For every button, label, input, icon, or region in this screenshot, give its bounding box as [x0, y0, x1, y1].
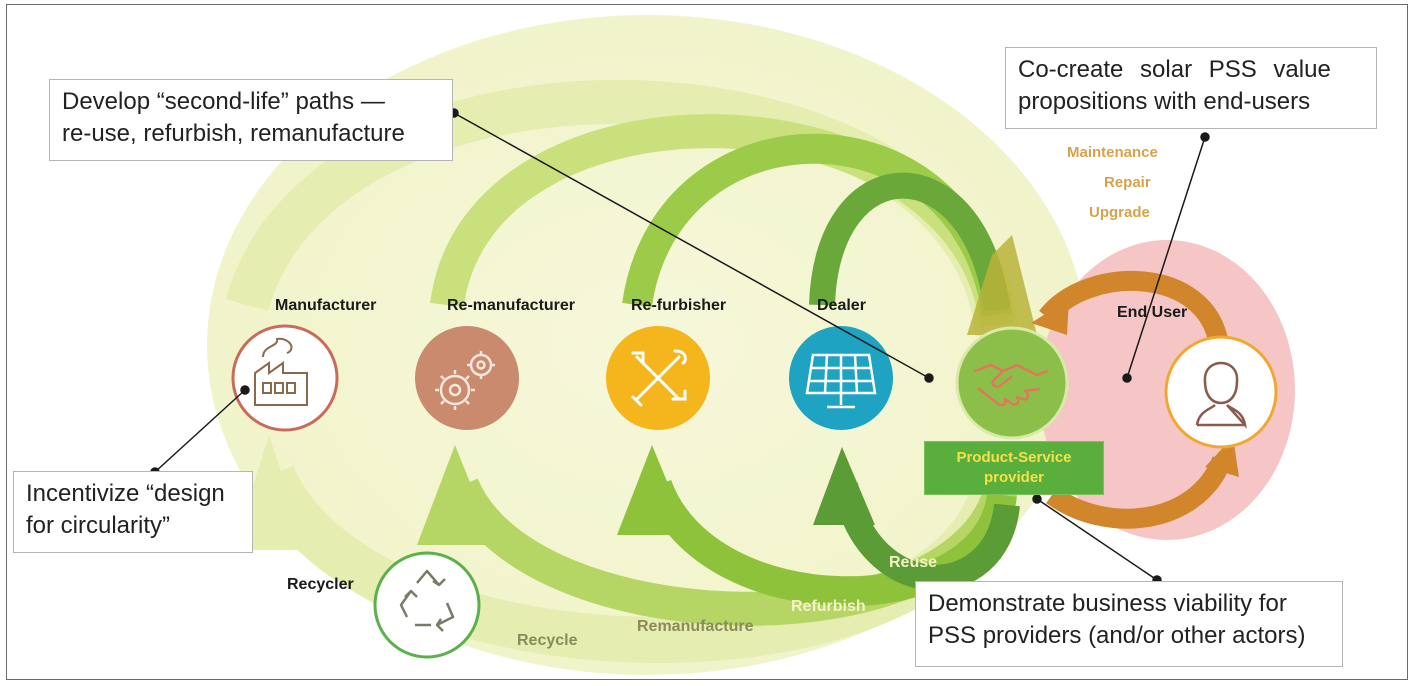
reuse-return-arrow	[832, 482, 1020, 591]
refurbish-arrowhead	[617, 445, 689, 535]
inflow-arrowhead	[967, 235, 1037, 335]
circular-economy-diagram: Manufacturer Re-manufacturer Re-furbishe…	[150, 15, 1295, 675]
recycler-label: Recycler	[287, 576, 354, 593]
pss-provider-label-line2: provider	[983, 469, 1044, 486]
user-icon	[1195, 361, 1247, 429]
dealer-label: Dealer	[817, 297, 866, 314]
end-user-node	[1164, 335, 1278, 449]
co-create-callout: Co-create solar PSS value propositions w…	[1005, 47, 1377, 129]
end-user-arrowhead-top	[1031, 299, 1069, 335]
pss-provider-label-line1: Product-Service	[956, 449, 1072, 466]
end-user-arrow-bottom	[1046, 455, 1232, 529]
diagram-frame: Manufacturer Re-manufacturer Re-furbishe…	[6, 4, 1408, 680]
end-user-arrow-top	[1039, 271, 1229, 348]
remanufacturer-node	[415, 326, 519, 430]
refurbisher-node	[606, 326, 710, 430]
tools-icon	[631, 349, 687, 407]
refurbish-flow-label: Refurbish	[791, 598, 866, 615]
co-create-line-1: Co-create solar PSS value	[1018, 56, 1331, 83]
repair-label: Repair	[1104, 174, 1151, 191]
pss-provider-node	[955, 326, 1069, 440]
manufacturer-label: Manufacturer	[275, 297, 376, 314]
remanufacture-flow-label: Remanufacture	[637, 618, 754, 635]
viability-callout: Demonstrate business viability for PSS p…	[915, 581, 1343, 667]
manufacturer-node	[231, 324, 339, 432]
dealer-node	[789, 326, 893, 430]
second-life-line-1: Develop “second-life” paths —	[62, 88, 385, 115]
design-line-1: Incentivize “design	[26, 480, 225, 507]
viability-line-2: PSS providers (and/or other actors)	[928, 622, 1306, 649]
gears-icon	[435, 351, 495, 410]
reuse-loop-arrow	[809, 172, 1010, 312]
co-create-line-2: propositions with end-users	[1018, 88, 1311, 115]
upgrade-label: Upgrade	[1089, 204, 1150, 221]
second-life-line-2: re-use, refurbish, remanufacture	[62, 120, 405, 147]
end-user-label: End User	[1117, 304, 1187, 321]
second-life-callout: Develop “second-life” paths — re-use, re…	[49, 79, 453, 161]
solar-panel-icon	[805, 353, 877, 409]
refurbisher-label: Re-furbisher	[631, 297, 726, 314]
remanufacture-arrowhead	[417, 445, 495, 545]
pss-provider-badge: Product-Service provider	[924, 441, 1104, 495]
design-callout: Incentivize “design for circularity”	[13, 471, 253, 553]
maintenance-label: Maintenance	[1067, 144, 1158, 161]
recycle-flow-label: Recycle	[517, 632, 578, 649]
design-line-2: for circularity”	[26, 512, 171, 539]
recycle-icon	[399, 569, 455, 632]
handshake-icon	[973, 363, 1049, 407]
factory-icon	[254, 337, 308, 406]
reuse-flow-label: Reuse	[889, 554, 937, 571]
viability-line-1: Demonstrate business viability for	[928, 590, 1287, 617]
recycler-node	[373, 551, 481, 659]
remanufacturer-label: Re-manufacturer	[447, 297, 575, 314]
reuse-arrowhead	[813, 447, 875, 525]
